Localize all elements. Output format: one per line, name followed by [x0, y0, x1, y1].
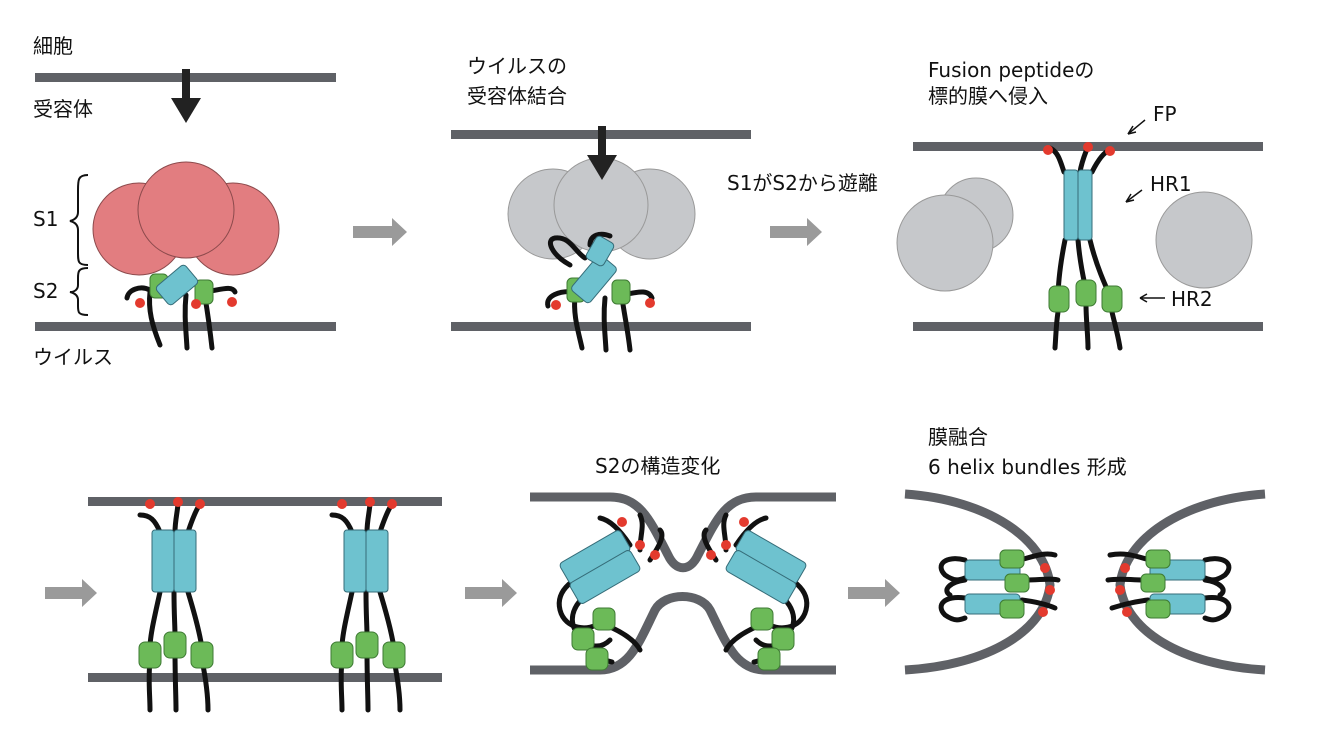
label-fusion-peptide-line2: 標的膜へ侵入 [928, 84, 1048, 108]
s2-extended-domains [1043, 142, 1123, 313]
six-helix-bundle-left [938, 549, 1061, 623]
right-membrane [1115, 489, 1266, 675]
step-arrow-3 [45, 579, 97, 607]
label-pointers [1125, 119, 1165, 303]
step-arrow-5 [848, 579, 900, 607]
label-s1-dissociation: S1がS2から遊離 [727, 171, 878, 195]
target-membrane [530, 492, 836, 573]
receptor-arrow [171, 69, 201, 123]
step-arrow-1 [353, 218, 407, 246]
target-membrane [88, 497, 442, 506]
label-s1: S1 [33, 207, 59, 231]
panel-1-prefusion [35, 69, 336, 351]
s1-s2-braces [69, 174, 89, 316]
label-receptor-binding-line2: 受容体結合 [467, 84, 567, 108]
panel-2-receptor-binding [451, 126, 751, 353]
receptor-arrow [587, 126, 617, 180]
label-fp: FP [1153, 102, 1177, 126]
label-hr2: HR2 [1171, 287, 1213, 311]
label-s2: S2 [33, 279, 59, 303]
label-virus: ウイルス [33, 345, 113, 369]
label-membrane-fusion-line1: 膜融合 [928, 425, 988, 449]
left-membrane [904, 489, 1055, 675]
s1-subunits-red [92, 161, 280, 276]
s2-hr-domains [135, 264, 237, 309]
label-fusion-peptide-line1: Fusion peptideの [928, 58, 1095, 82]
step-arrow-4 [465, 579, 517, 607]
virus-membrane [88, 673, 442, 682]
s1-subunits-gray [507, 157, 696, 260]
folding-right [701, 512, 810, 671]
six-helix-bundle-right [1105, 549, 1232, 623]
intermediate-right [329, 497, 406, 713]
virus-membrane [451, 322, 751, 331]
label-receptor: 受容体 [33, 97, 93, 121]
virus-membrane [530, 592, 836, 675]
intermediate-left [137, 497, 214, 713]
panel-5-hemifusion [530, 492, 836, 675]
label-s2-conformation: S2の構造変化 [595, 454, 721, 478]
panel-6-fusion-pore [904, 489, 1266, 675]
folding-left [556, 512, 665, 671]
label-membrane-fusion-line2: 6 helix bundles 形成 [928, 455, 1127, 479]
step-arrow-2 [770, 218, 822, 246]
label-hr1: HR1 [1150, 172, 1192, 196]
s2-hr-domains [551, 235, 655, 310]
panel-3-fp-insertion [896, 119, 1263, 351]
label-receptor-binding-line1: ウイルスの [467, 54, 567, 78]
label-cell: 細胞 [33, 34, 73, 58]
panel-4-prehairpin [88, 497, 442, 713]
dissociated-s1 [896, 177, 1253, 292]
